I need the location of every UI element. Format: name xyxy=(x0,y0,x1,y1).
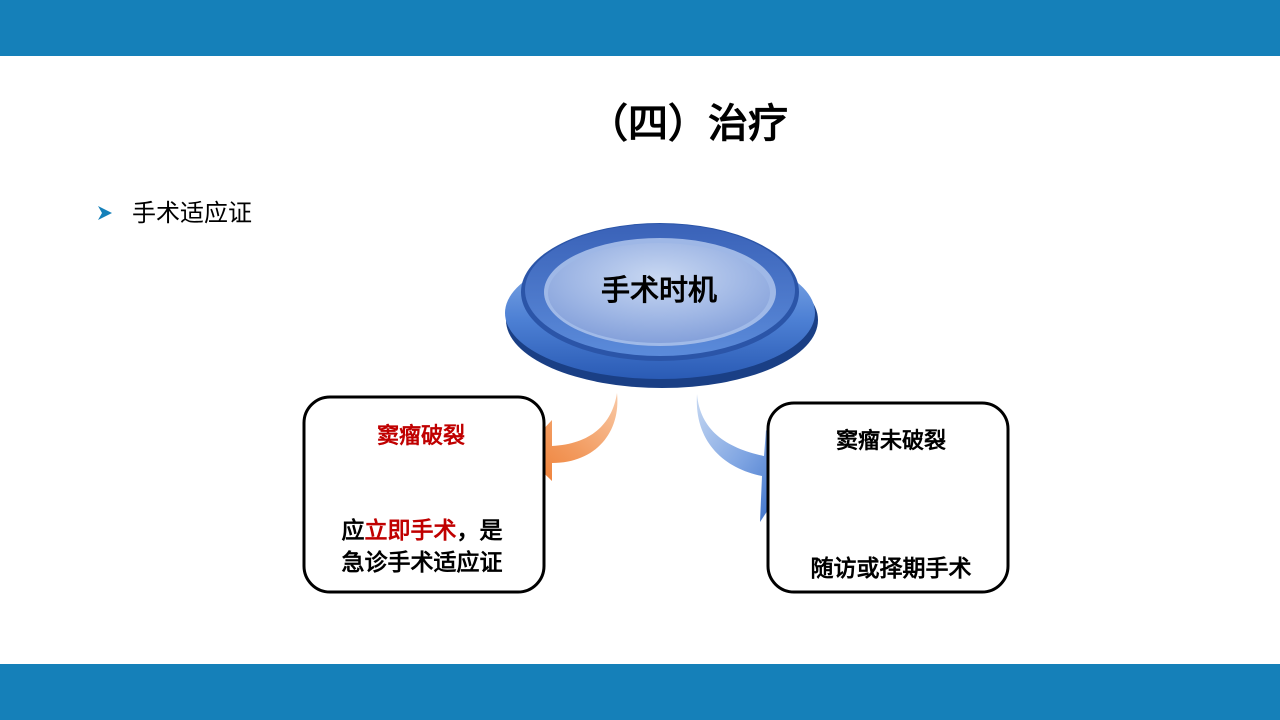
ruptured-body-prefix: 应 xyxy=(342,517,365,544)
ruptured-aneurysm-box: 窦瘤破裂 应立即手术，是 急诊手术适应证 xyxy=(302,395,546,594)
ruptured-body-suffix: ，是 xyxy=(457,518,503,544)
ruptured-body-line1: 应立即手术，是 xyxy=(342,517,503,544)
slide-title: （四）治疗 xyxy=(588,101,788,147)
bullet-text: 手术适应证 xyxy=(132,199,252,227)
ruptured-body-line2: 急诊手术适应证 xyxy=(342,549,503,576)
ruptured-body-highlight: 立即手术 xyxy=(365,517,457,544)
disc-icon xyxy=(505,223,818,388)
bullet-item: 手术适应证 xyxy=(96,196,252,230)
unruptured-aneurysm-box: 窦瘤未破裂 随访或择期手术 xyxy=(766,401,1010,594)
hub-label: 手术时机 xyxy=(601,273,717,307)
footer-bar xyxy=(0,664,1280,720)
arrowhead-bullet-icon xyxy=(98,206,112,220)
header-bar xyxy=(0,0,1280,56)
ruptured-title: 窦瘤破裂 xyxy=(377,423,465,449)
unruptured-title: 窦瘤未破裂 xyxy=(836,428,946,454)
unruptured-body: 随访或择期手术 xyxy=(811,555,972,582)
curved-arrow-left-icon xyxy=(522,393,618,481)
